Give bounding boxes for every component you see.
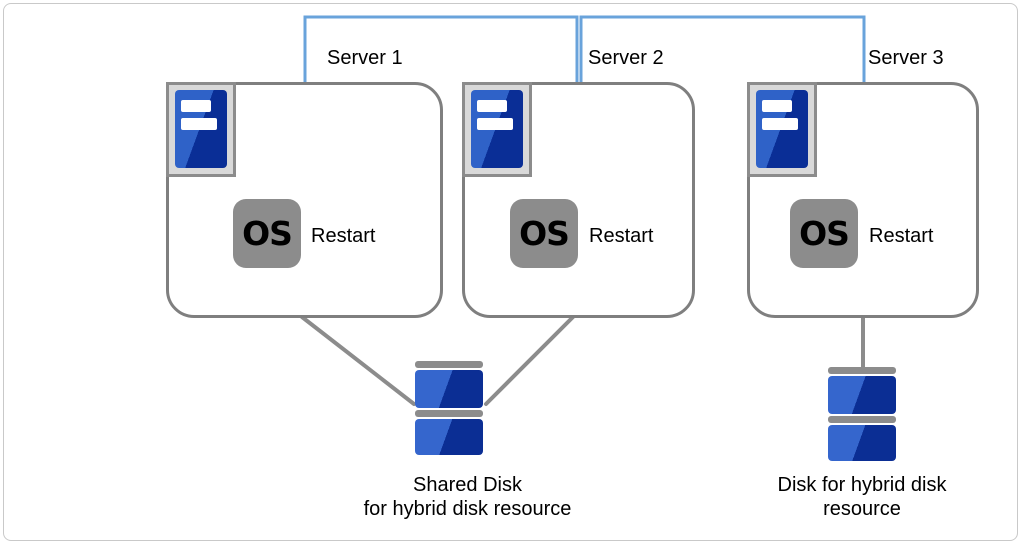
server3-label: Server 3 [868,47,944,69]
os-icon: OS [510,199,578,268]
shared-disk-label-line2: for hybrid disk resource [363,498,572,520]
disk-platter [828,425,896,461]
disk-platter [415,370,483,408]
tower-slot-icon [477,118,513,130]
server-tower-icon [462,82,532,177]
server-tower-glyph [756,90,808,168]
shared-disk-label-line1: Shared Disk [413,474,522,496]
shared-disk-label: Shared Disk for hybrid disk resource [315,473,620,521]
diagram-frame [3,3,1018,541]
tower-slot-icon [181,118,217,130]
hybrid-disk-label: Disk for hybrid disk resource [712,473,1012,521]
disk-cap [828,367,896,374]
server1-restart-label: Restart [311,225,376,247]
disk-stack-icon-shared [415,361,483,457]
server-tower-glyph [471,90,523,168]
disk-cap [415,410,483,417]
tower-slot-icon [181,100,211,112]
server2-restart-label: Restart [589,225,654,247]
tower-slot-icon [762,118,798,130]
hybrid-disk-label-line2: resource [823,498,901,520]
disk-cap [828,416,896,423]
server3-restart-label: Restart [869,225,934,247]
tower-slot-icon [477,100,507,112]
server2-label: Server 2 [588,47,664,69]
disk-platter [415,419,483,455]
server-tower-glyph [175,90,227,168]
server-tower-icon [166,82,236,177]
disk-platter [828,376,896,414]
server1-label: Server 1 [327,47,403,69]
disk-cap [415,361,483,368]
tower-slot-icon [762,100,792,112]
server2-box [462,82,695,318]
server-tower-icon [747,82,817,177]
disk-stack-icon-hybrid [828,367,896,463]
os-icon: OS [790,199,858,268]
hybrid-disk-label-line1: Disk for hybrid disk [777,474,947,496]
os-icon: OS [233,199,301,268]
